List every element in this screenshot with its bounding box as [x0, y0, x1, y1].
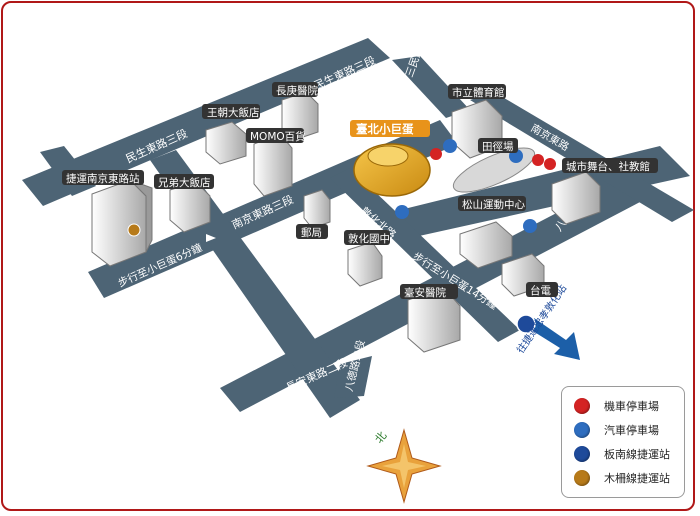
scooter-parking-2	[532, 154, 544, 166]
bannan-line-icon	[574, 446, 590, 462]
buildings	[91, 91, 601, 353]
label-taian-hospital: 臺安醫院	[404, 286, 446, 299]
car-parking-4	[523, 219, 537, 233]
legend-label-car: 汽車停車場	[604, 424, 659, 437]
map-legend: 機車停車場 汽車停車場 板南線捷運站 木柵線捷運站	[561, 386, 685, 498]
parking-markers	[395, 139, 556, 233]
car-parking-1	[443, 139, 457, 153]
label-royal-hotel: 王朝大飯店	[207, 106, 260, 119]
label-momo: MOMO百貨	[250, 130, 306, 143]
compass-rose: 北	[366, 428, 442, 504]
legend-row-car: 汽車停車場	[574, 419, 659, 441]
legend-row-muzha: 木柵線捷運站	[574, 467, 670, 489]
scooter-parking-1	[430, 148, 442, 160]
car-parking-icon	[574, 422, 590, 438]
dunhua-school-building	[347, 241, 383, 287]
label-post-office: 郵局	[301, 227, 322, 239]
scooter-parking-3	[544, 158, 556, 170]
car-parking-3	[395, 205, 409, 219]
legend-label-bannan: 板南線捷運站	[604, 448, 670, 461]
label-city-stage: 城市舞台、社教館	[566, 160, 650, 173]
legend-label-scooter: 機車停車場	[604, 400, 659, 413]
walk-arrow-left	[206, 234, 216, 242]
label-gym: 市立體育館	[452, 86, 505, 99]
label-taipower: 台電	[530, 284, 551, 297]
road-bade-diag	[470, 92, 694, 222]
compass-north: 北	[372, 429, 389, 446]
legend-row-bannan: 板南線捷運站	[574, 443, 670, 465]
road-dunhua	[330, 168, 520, 342]
legend-row-scooter: 機車停車場	[574, 395, 659, 417]
label-mrt-station: 捷運南京東路站	[66, 172, 140, 185]
label-brother-hotel: 兄弟大飯店	[158, 176, 211, 189]
label-songshan: 松山運動中心	[462, 198, 525, 211]
road-top-right	[392, 56, 470, 118]
arena-building	[353, 143, 431, 197]
walk-arrow-right	[494, 286, 504, 294]
mrt-nanjing-building	[91, 179, 153, 267]
muzha-line-icon	[574, 470, 590, 486]
road-label-fuxing: 復興北路	[214, 294, 251, 337]
momo-building	[253, 133, 293, 197]
mrt-direction-arrow	[528, 318, 580, 360]
brother-hotel-building	[169, 181, 211, 233]
label-dunhua-school: 敦化國中	[348, 232, 390, 245]
label-arena: 臺北小巨蛋	[356, 122, 414, 136]
road-network	[22, 38, 694, 418]
road-minsheng	[22, 38, 390, 206]
label-field: 田徑場	[482, 140, 514, 153]
legend-label-muzha: 木柵線捷運站	[604, 472, 670, 485]
muzha-mrt-marker	[127, 223, 141, 237]
post-office-building	[303, 189, 331, 229]
label-chang-gung: 長庚醫院	[276, 84, 318, 97]
road-bade2	[334, 356, 372, 398]
royal-hotel-building	[205, 121, 247, 165]
songshan-building	[459, 221, 513, 269]
building-labels: 王朝大飯店 長庚醫院 MOMO百貨 兄弟大飯店 捷運南京東路站 郵局 敦化國中 …	[62, 82, 658, 299]
bannan-mrt-marker	[516, 314, 536, 334]
scooter-parking-icon	[574, 398, 590, 414]
